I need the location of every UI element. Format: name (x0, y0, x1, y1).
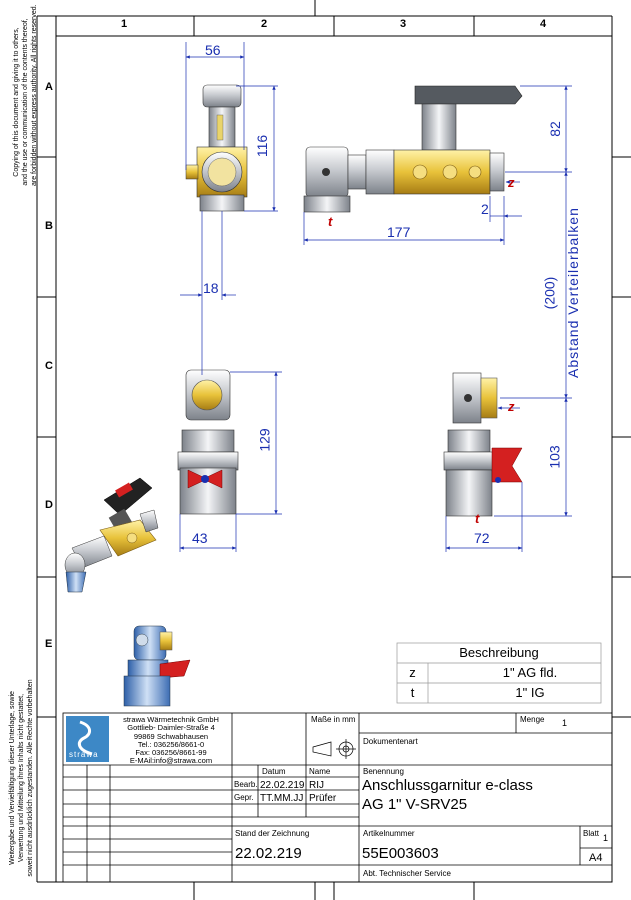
dimension-56: 56 (205, 42, 221, 58)
row-label-d: D (45, 499, 53, 511)
article-number-value: 55E003603 (362, 845, 439, 862)
company-address: strawa Wärmetechnik GmbH Gottlieb- Daiml… (123, 715, 219, 766)
logo-text: strawa (69, 750, 99, 759)
name-label: Name (309, 767, 331, 776)
copyright-note-de: Weitergabe und Vervielfältigung dieser U… (9, 679, 34, 877)
isometric-render-bottom (123, 625, 191, 707)
dimension-116: 116 (254, 134, 271, 158)
side-view-top (303, 85, 523, 213)
dimension-200: (200) (541, 276, 558, 310)
row-label-b: B (45, 220, 53, 232)
isometric-render-top (64, 477, 159, 593)
dimension-103: 103 (546, 445, 563, 469)
description-key-t: t (410, 685, 415, 700)
row-label-c: C (45, 360, 53, 372)
designation-line2: AG 1" V-SRV25 (362, 796, 468, 813)
distance-label: Abstand Verteilerbalken (565, 207, 581, 378)
description-value-t: 1" IG (515, 685, 545, 700)
designation-line1: Anschlussgarnitur e-class (362, 777, 533, 794)
column-label-2: 2 (261, 18, 268, 30)
marker-t-bottom: t (475, 511, 480, 526)
description-value-z: 1" AG fld. (502, 665, 558, 680)
marker-z-bottom: z (508, 399, 515, 414)
article-number-label: Artikelnummer (363, 829, 415, 838)
dimension-18: 18 (203, 280, 219, 296)
marker-t-top: t (328, 214, 333, 229)
strawa-logo (66, 716, 109, 762)
designation-label: Benennung (363, 767, 404, 776)
edited-name: RIJ (309, 780, 324, 791)
sheet-label: Blatt (583, 829, 600, 838)
edited-date: 22.02.219 (260, 780, 305, 791)
quantity-value: 1 (562, 718, 568, 728)
row-label-a: A (45, 81, 53, 93)
paper-format: A4 (589, 852, 603, 864)
quantity-label: Menge (520, 715, 545, 724)
front-view-top (185, 84, 248, 212)
units-label: Maße in mm (311, 715, 356, 724)
projection-symbol-icon (312, 739, 356, 759)
column-label-4: 4 (540, 18, 547, 30)
column-label-1: 1 (121, 18, 128, 30)
side-view-bottom (443, 372, 523, 517)
dimension-43: 43 (192, 530, 208, 546)
dimension-82: 82 (546, 121, 563, 137)
description-table-grid (396, 642, 602, 704)
checked-name: Prüfer (309, 793, 337, 804)
description-key-z: z (409, 665, 416, 680)
dimension-129: 129 (256, 428, 273, 452)
document-type-label: Dokumentenart (363, 737, 418, 746)
sheet-value: 1 (603, 833, 609, 843)
edited-label: Bearb. (234, 780, 258, 789)
checked-date: TT.MM.JJ (260, 793, 304, 804)
dimension-72: 72 (474, 530, 490, 546)
dimension-lines (179, 42, 572, 552)
marker-z-top: z (508, 175, 515, 190)
drawing-status-value: 22.02.219 (235, 845, 302, 862)
date-label: Datum (262, 767, 286, 776)
column-label-3: 3 (400, 18, 407, 30)
front-view-bottom (177, 369, 239, 515)
dimension-177: 177 (387, 224, 411, 240)
title-block-grid (62, 712, 613, 883)
description-header: Beschreibung (459, 645, 539, 660)
drawing-status-label: Stand der Zeichnung (235, 829, 310, 838)
row-label-e: E (45, 638, 53, 650)
checked-label: Gepr. (234, 793, 254, 802)
department-label: Abt. Technischer Service (363, 869, 451, 878)
dimension-2: 2 (481, 201, 489, 217)
copyright-note-en: Copying of this document and giving it t… (13, 4, 38, 186)
